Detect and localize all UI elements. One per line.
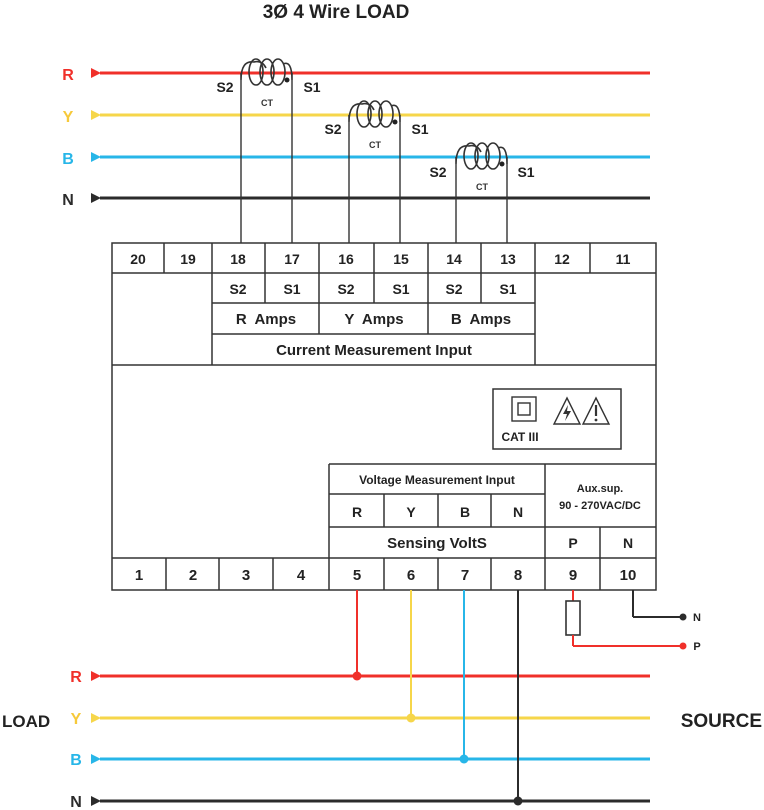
- ct-terminal-17-label: S1: [283, 281, 300, 297]
- ct-terminal-labels: S2 S1 S2 S1 S2 S1: [229, 281, 516, 297]
- aux-supply-line2: 90 - 270VAC/DC: [559, 500, 641, 512]
- bottom-label-y: Y: [71, 711, 82, 728]
- ct-r-s2: S2: [216, 79, 233, 95]
- ct-y-s1: S1: [411, 121, 428, 137]
- load-label: LOAD: [2, 712, 50, 731]
- terminal-20: 20: [130, 251, 146, 267]
- voltage-input-label: Voltage Measurement Input: [359, 473, 515, 487]
- aux-out-p-label: P: [693, 641, 700, 653]
- fuse-icon: [565, 600, 581, 636]
- top-phase-lines: [91, 68, 650, 203]
- voltage-label-y: Y: [406, 504, 416, 520]
- caution-warning-icon: [581, 396, 611, 425]
- ct-r-s1: S1: [303, 79, 320, 95]
- ct-b-coil-icon: [455, 142, 508, 170]
- source-label: SOURCE: [681, 711, 762, 732]
- diagram-title: 3Ø 4 Wire LOAD: [263, 2, 410, 23]
- ct-r-label: CT: [261, 98, 273, 108]
- terminal-10: 10: [620, 567, 637, 584]
- terminal-7: 7: [461, 567, 469, 584]
- ct-terminal-13-label: S1: [499, 281, 516, 297]
- voltage-terminal-labels: R Y B N: [352, 504, 523, 520]
- ct-y-s2: S2: [324, 121, 341, 137]
- terminal-3: 3: [242, 567, 250, 584]
- bottom-terminal-row: 1 2 3 4 5 6 7 8 9 10: [135, 567, 637, 584]
- terminal-4: 4: [297, 567, 306, 584]
- terminal-14: 14: [446, 251, 462, 267]
- top-label-n: N: [62, 192, 74, 209]
- voltage-taps: [352, 590, 523, 806]
- cat-iii-label: CAT III: [501, 430, 538, 444]
- terminal-1: 1: [135, 567, 143, 584]
- terminal-12: 12: [554, 251, 570, 267]
- ct-y-coil-icon: [348, 100, 401, 128]
- aux-supply-line1: Aux.sup.: [577, 483, 623, 495]
- terminal-18: 18: [230, 251, 246, 267]
- aux-supply-wiring: [565, 590, 687, 650]
- terminal-11: 11: [616, 251, 631, 267]
- aux-n-label: N: [623, 535, 633, 551]
- terminal-9: 9: [569, 567, 577, 584]
- bottom-label-n: N: [70, 794, 82, 810]
- ct-r-coil-icon: [240, 58, 293, 86]
- terminal-16: 16: [338, 251, 354, 267]
- terminal-19: 19: [180, 251, 196, 267]
- terminal-15: 15: [393, 251, 409, 267]
- b-amps-label: B Amps: [451, 311, 511, 328]
- voltage-label-b: B: [460, 504, 470, 520]
- ct-b-s2: S2: [429, 164, 446, 180]
- ct-terminal-18-label: S2: [229, 281, 246, 297]
- top-label-y: Y: [63, 109, 74, 126]
- meter-body: [111, 242, 657, 591]
- bottom-label-r: R: [70, 669, 82, 686]
- sensing-volts-label: Sensing VoltS: [387, 535, 487, 552]
- ct-terminal-14-label: S2: [445, 281, 462, 297]
- double-insulation-icon: [511, 396, 537, 422]
- top-terminal-row: 20 19 18 17 16 15 14 13 12 11: [130, 251, 630, 267]
- ct-y-label: CT: [369, 140, 381, 150]
- y-amps-label: Y Amps: [344, 311, 403, 328]
- terminal-5: 5: [353, 567, 361, 584]
- current-input-label: Current Measurement Input: [276, 342, 472, 359]
- aux-out-n-label: N: [693, 612, 701, 624]
- terminal-2: 2: [189, 567, 197, 584]
- ct-terminal-15-label: S1: [392, 281, 409, 297]
- top-label-r: R: [62, 67, 74, 84]
- terminal-17: 17: [284, 251, 300, 267]
- aux-p-label: P: [568, 535, 577, 551]
- ct-b-s1: S1: [517, 164, 534, 180]
- terminal-8: 8: [514, 567, 522, 584]
- bottom-phase-lines: [91, 671, 650, 806]
- r-amps-label: R Amps: [236, 311, 296, 328]
- terminal-13: 13: [500, 251, 516, 267]
- voltage-label-n: N: [513, 504, 523, 520]
- ct-b-label: CT: [476, 182, 488, 192]
- top-label-b: B: [62, 151, 74, 168]
- ct-terminal-16-label: S2: [337, 281, 354, 297]
- high-voltage-warning-icon: [552, 396, 582, 425]
- bottom-label-b: B: [70, 752, 82, 769]
- terminal-6: 6: [407, 567, 415, 584]
- voltage-label-r: R: [352, 504, 362, 520]
